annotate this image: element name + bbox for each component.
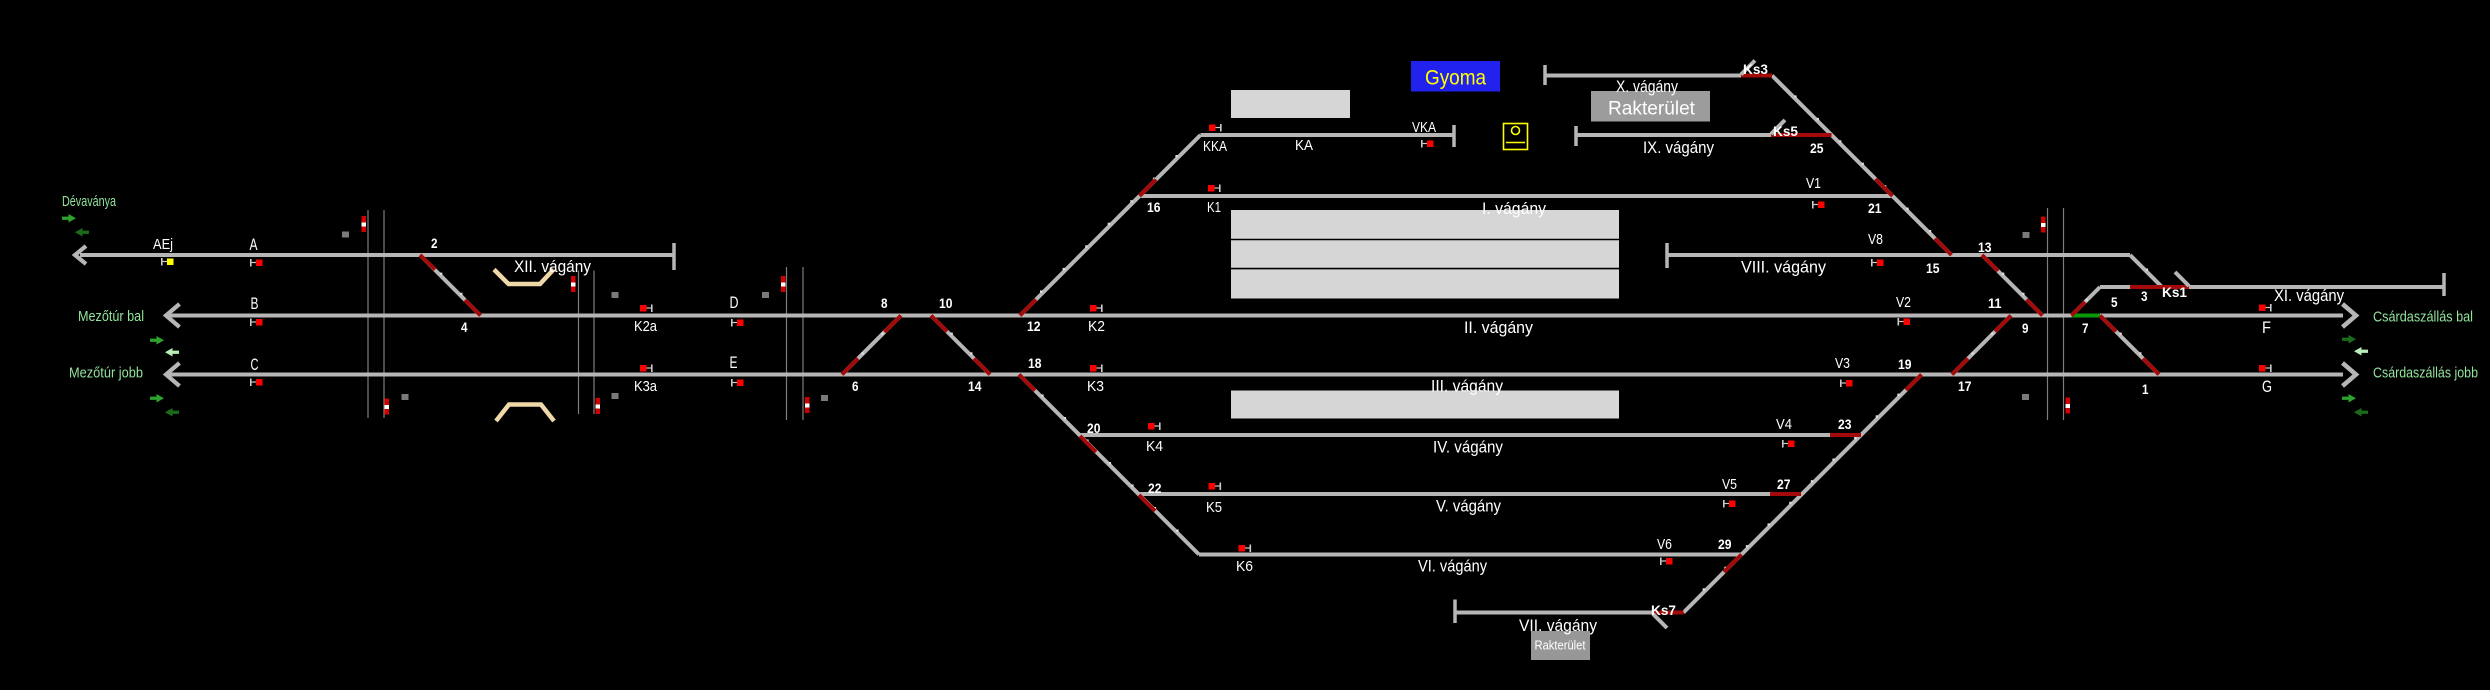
svg-text:K2: K2 [1088, 318, 1105, 335]
svg-text:B: B [251, 295, 259, 313]
svg-text:2: 2 [431, 236, 438, 251]
svg-text:15: 15 [1926, 261, 1940, 276]
svg-text:XI. vágány: XI. vágány [2274, 286, 2344, 305]
svg-text:16: 16 [1147, 200, 1161, 215]
svg-text:K3: K3 [1087, 378, 1104, 395]
svg-text:K1: K1 [1207, 199, 1221, 216]
svg-text:19: 19 [1898, 357, 1912, 372]
svg-text:II. vágány: II. vágány [1464, 318, 1533, 337]
svg-text:KA: KA [1295, 137, 1313, 154]
svg-text:VIII. vágány: VIII. vágány [1741, 258, 1826, 277]
svg-text:III. vágány: III. vágány [1431, 377, 1503, 396]
svg-text:V6: V6 [1657, 536, 1672, 553]
svg-text:V8: V8 [1868, 231, 1883, 248]
svg-text:9: 9 [2022, 321, 2029, 336]
svg-text:22: 22 [1148, 481, 1162, 496]
svg-text:V4: V4 [1776, 416, 1792, 433]
svg-text:G: G [2262, 378, 2272, 396]
svg-text:Mezőtúr jobb: Mezőtúr jobb [69, 365, 143, 382]
svg-text:25: 25 [1810, 141, 1824, 156]
svg-text:Dévaványa: Dévaványa [62, 193, 116, 210]
svg-text:Ks3: Ks3 [1743, 62, 1768, 77]
svg-text:4: 4 [461, 320, 468, 335]
svg-text:XII. vágány: XII. vágány [514, 257, 591, 276]
svg-text:Ks1: Ks1 [2162, 285, 2187, 300]
svg-text:20: 20 [1087, 421, 1101, 436]
svg-text:D: D [730, 294, 739, 312]
svg-text:27: 27 [1777, 477, 1791, 492]
svg-text:Csárdaszállás jobb: Csárdaszállás jobb [2373, 365, 2478, 382]
svg-text:5: 5 [2111, 295, 2118, 310]
svg-text:21: 21 [1868, 201, 1882, 216]
svg-text:E: E [730, 354, 738, 372]
svg-text:IX. vágány: IX. vágány [1643, 138, 1714, 157]
svg-text:VII. vágány: VII. vágány [1519, 616, 1597, 635]
svg-text:10: 10 [939, 296, 953, 311]
svg-text:11: 11 [1988, 296, 2002, 311]
svg-text:29: 29 [1718, 537, 1732, 552]
svg-text:X. vágány: X. vágány [1616, 77, 1678, 96]
svg-text:K3a: K3a [634, 378, 658, 395]
svg-text:7: 7 [2082, 321, 2089, 336]
svg-text:I. vágány: I. vágány [1482, 199, 1546, 218]
svg-text:A: A [250, 236, 258, 254]
svg-text:C: C [251, 356, 259, 374]
svg-text:Mezőtúr bal: Mezőtúr bal [78, 308, 144, 325]
svg-text:18: 18 [1028, 356, 1042, 371]
svg-text:V2: V2 [1896, 294, 1911, 311]
svg-text:23: 23 [1838, 417, 1852, 432]
svg-text:Ks7: Ks7 [1651, 603, 1676, 618]
svg-text:V1: V1 [1806, 175, 1821, 192]
svg-text:3: 3 [2141, 289, 2148, 304]
svg-text:Rakterület: Rakterület [1535, 638, 1586, 653]
svg-text:Ks5: Ks5 [1773, 124, 1798, 139]
svg-text:K6: K6 [1236, 558, 1253, 575]
svg-text:KKA: KKA [1203, 138, 1227, 155]
svg-text:VI. vágány: VI. vágány [1418, 557, 1487, 576]
svg-text:V. vágány: V. vágány [1436, 497, 1501, 516]
svg-text:13: 13 [1978, 240, 1992, 255]
svg-text:Gyoma: Gyoma [1425, 67, 1486, 90]
svg-text:VKA: VKA [1412, 119, 1436, 136]
svg-text:Rakterület: Rakterület [1608, 99, 1696, 120]
svg-text:K2a: K2a [634, 318, 658, 335]
svg-text:Csárdaszállás bal: Csárdaszállás bal [2373, 309, 2473, 326]
svg-text:14: 14 [968, 379, 982, 394]
svg-text:V3: V3 [1835, 355, 1850, 372]
svg-text:AEj: AEj [153, 236, 173, 253]
svg-text:8: 8 [881, 296, 888, 311]
svg-text:K4: K4 [1146, 438, 1163, 455]
svg-text:IV. vágány: IV. vágány [1433, 438, 1503, 457]
svg-text:V5: V5 [1722, 476, 1737, 493]
svg-text:12: 12 [1027, 319, 1041, 334]
svg-text:6: 6 [852, 379, 859, 394]
svg-text:1: 1 [2142, 382, 2149, 397]
svg-text:K5: K5 [1206, 499, 1222, 516]
svg-text:17: 17 [1958, 379, 1972, 394]
svg-text:F: F [2262, 319, 2271, 337]
